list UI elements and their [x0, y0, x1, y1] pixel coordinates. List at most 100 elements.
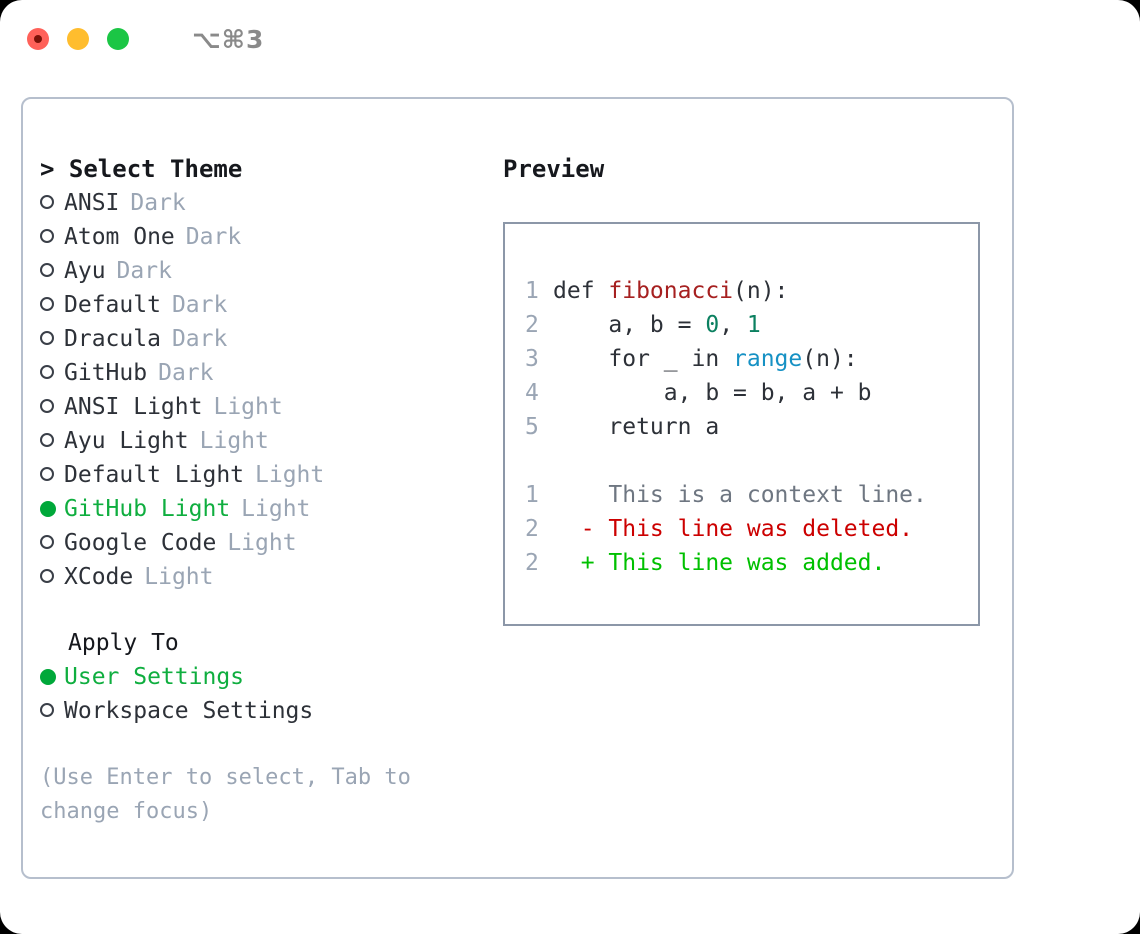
theme-option-ansi-light[interactable]: ANSI Light Light: [40, 390, 500, 424]
titlebar: ⌥⌘3: [0, 0, 1140, 78]
radio-unselected-icon[interactable]: [40, 560, 64, 594]
code-token-plain: def: [553, 278, 609, 304]
radio-unselected-icon[interactable]: [40, 458, 64, 492]
theme-variant-tag: Light: [199, 428, 269, 454]
radio-unselected-icon[interactable]: [40, 186, 64, 220]
diff-text: This line was deleted.: [608, 516, 914, 542]
code-token-fn: fibonacci: [608, 278, 734, 304]
radio-ring: [40, 535, 54, 549]
radio-ring: [40, 195, 54, 209]
theme-name-label: XCode: [64, 564, 134, 590]
code-line: 5 return a: [525, 410, 978, 444]
code-line: 1 def fibonacci(n):: [525, 274, 978, 308]
keyboard-shortcut-label: ⌥⌘3: [192, 24, 265, 54]
diff-marker: [553, 478, 608, 512]
apply-to-option-user-settings[interactable]: User Settings: [40, 660, 500, 694]
close-button[interactable]: [27, 28, 49, 50]
code-line-number: 3: [525, 346, 539, 372]
code-token-plain: (n):: [802, 346, 858, 372]
diff-line-number: 2: [525, 516, 539, 542]
code-line-number: 1: [525, 278, 539, 304]
theme-variant-tag: Dark: [171, 292, 228, 318]
apply-to-label: Workspace Settings: [64, 698, 314, 724]
theme-name-label: Ayu Light: [64, 428, 189, 454]
theme-name-label: ANSI Light: [64, 394, 203, 420]
code-token-plain: a, b = b, a + b: [553, 380, 872, 406]
radio-selected-icon[interactable]: [40, 492, 64, 526]
select-theme-heading: > Select Theme: [40, 155, 243, 183]
theme-variant-tag: Light: [227, 530, 297, 556]
theme-variant-tag: Dark: [185, 224, 242, 250]
code-line-number: 5: [525, 414, 539, 440]
theme-variant-tag: Dark: [158, 360, 214, 386]
code-line-number: 2: [525, 312, 539, 338]
theme-option-default[interactable]: Default Dark: [40, 288, 500, 322]
diff-text: This line was added.: [608, 550, 886, 576]
code-token-kw: range: [733, 346, 803, 372]
radio-unselected-icon[interactable]: [40, 288, 64, 322]
radio-unselected-icon[interactable]: [40, 694, 64, 728]
theme-variant-tag: Dark: [130, 190, 186, 216]
maximize-button[interactable]: [107, 28, 129, 50]
diff-line-number: 2: [525, 550, 539, 576]
minimize-button[interactable]: [67, 28, 89, 50]
theme-name-label: GitHub Light: [64, 496, 231, 522]
radio-unselected-icon[interactable]: [40, 390, 64, 424]
diff-line-number: 1: [525, 482, 539, 508]
radio-unselected-icon[interactable]: [40, 526, 64, 560]
theme-variant-tag: Light: [255, 462, 325, 488]
theme-option-xcode[interactable]: XCode Light: [40, 560, 500, 594]
theme-variant-tag: Light: [144, 564, 214, 590]
apply-to-option-workspace-settings[interactable]: Workspace Settings: [40, 694, 500, 728]
diff-line-add: 2 + This line was added.: [525, 546, 978, 580]
diff-text: This is a context line.: [608, 482, 927, 508]
radio-ring: [40, 569, 54, 583]
radio-unselected-icon[interactable]: [40, 424, 64, 458]
theme-name-label: Ayu: [64, 258, 106, 284]
theme-name-label: ANSI: [64, 190, 120, 216]
apply-to-label: User Settings: [64, 664, 245, 690]
code-line: 4 a, b = b, a + b: [525, 376, 978, 410]
radio-unselected-icon[interactable]: [40, 322, 64, 356]
code-token-num: 1: [746, 312, 761, 338]
theme-name-label: Dracula: [64, 326, 161, 352]
keyboard-hint-text: (Use Enter to select, Tab to change focu…: [40, 765, 425, 824]
radio-dot: [40, 501, 56, 517]
radio-selected-icon[interactable]: [40, 660, 64, 694]
theme-variant-tag: Light: [213, 394, 283, 420]
theme-option-dracula[interactable]: Dracula Dark: [40, 322, 500, 356]
code-token-plain: for _ in: [553, 346, 734, 372]
radio-unselected-icon[interactable]: [40, 220, 64, 254]
radio-ring: [40, 467, 54, 481]
radio-ring: [40, 365, 54, 379]
diff-preview: 1 This is a context line. 2 - This line w…: [525, 478, 978, 580]
theme-variant-tag: Dark: [171, 326, 228, 352]
diff-marker: -: [553, 516, 609, 542]
theme-name-label: Default Light: [64, 462, 245, 488]
theme-name-label: Default: [64, 292, 161, 318]
theme-variant-tag: Dark: [116, 258, 172, 284]
code-token-num: 0: [705, 312, 720, 338]
theme-option-ansi[interactable]: ANSI Dark: [40, 186, 500, 220]
theme-option-default-light[interactable]: Default Light Light: [40, 458, 500, 492]
radio-ring: [40, 399, 54, 413]
theme-option-ayu[interactable]: Ayu Dark: [40, 254, 500, 288]
radio-ring: [40, 331, 54, 345]
code-token-plain: (n):: [733, 278, 789, 304]
theme-option-ayu-light[interactable]: Ayu Light Light: [40, 424, 500, 458]
radio-unselected-icon[interactable]: [40, 356, 64, 390]
radio-unselected-icon[interactable]: [40, 254, 64, 288]
code-line: 3 for _ in range(n):: [525, 342, 978, 376]
